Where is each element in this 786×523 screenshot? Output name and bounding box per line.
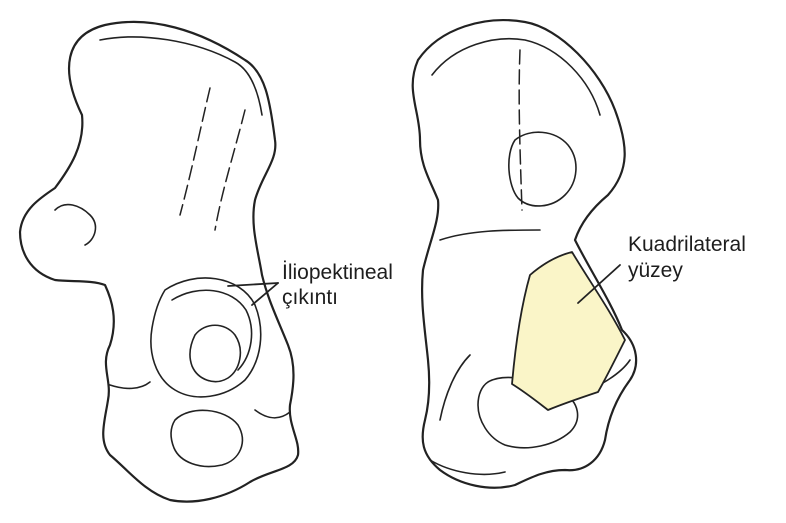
iliopectineal-label-line2: çıkıntı <box>282 285 338 310</box>
right-hip-bone-outline <box>413 20 636 488</box>
iliopectineal-label-line1: İliopektineal <box>282 260 393 285</box>
left-hip-bone <box>20 22 298 502</box>
quadrilateral-label-line1: Kuadrilateral <box>628 232 746 257</box>
quadrilateral-label-line2: yüzey <box>628 258 683 283</box>
right-hip-bone <box>413 20 636 488</box>
